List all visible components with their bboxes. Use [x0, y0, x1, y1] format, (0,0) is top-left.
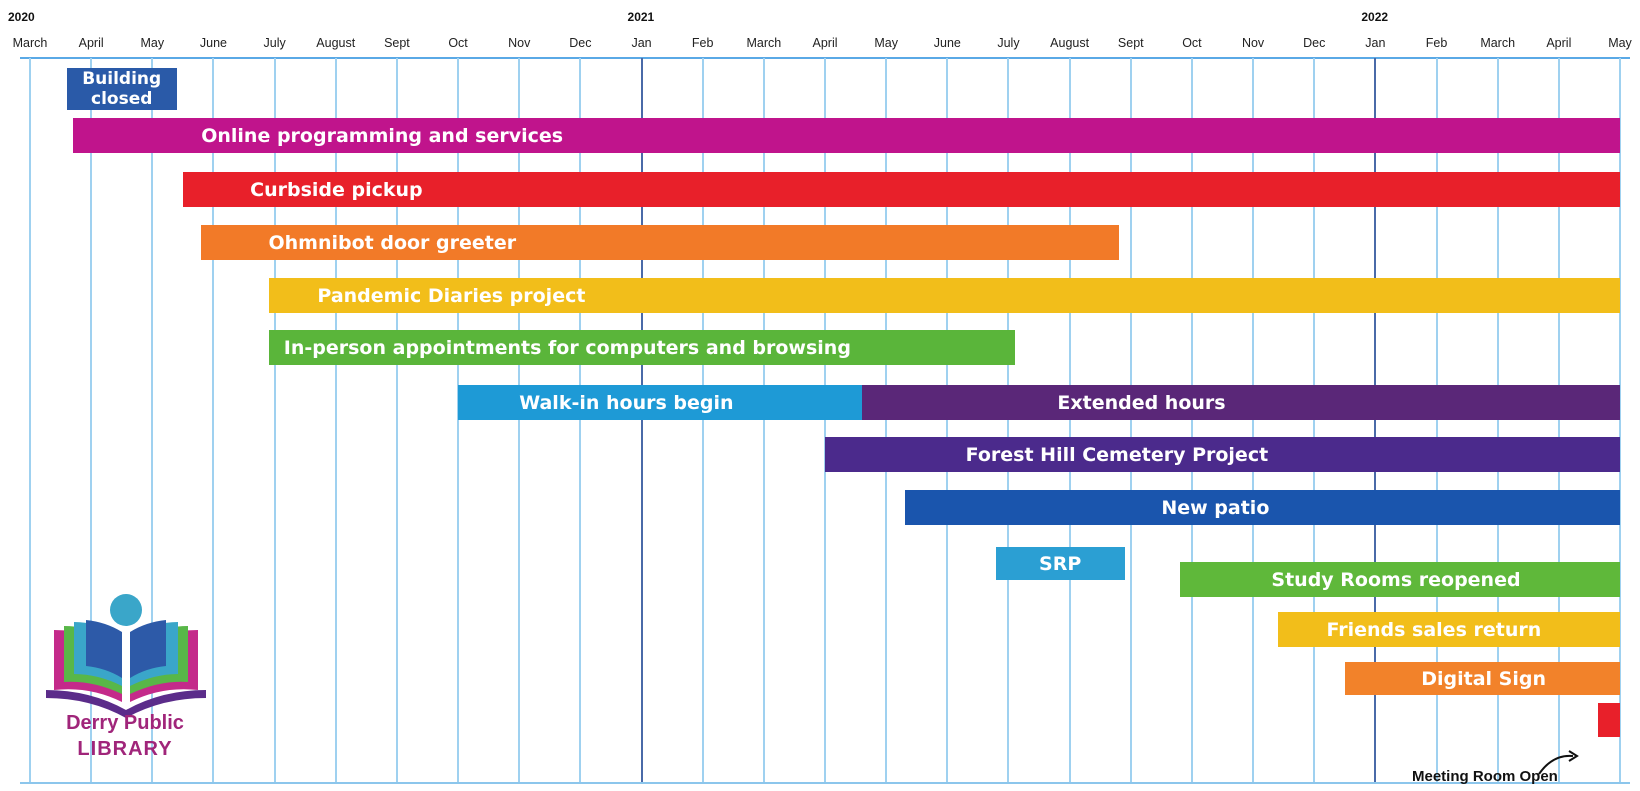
month-label: Oct	[1182, 36, 1202, 50]
gridline	[762, 58, 765, 783]
month-label: Feb	[691, 36, 714, 50]
bar-meeting-room-open	[1598, 703, 1620, 737]
bar-online-programming: Online programming and services	[72, 118, 1620, 153]
gridline	[1313, 58, 1316, 783]
month-label: March	[746, 36, 782, 50]
gridline	[1557, 58, 1560, 783]
gridline	[334, 58, 337, 783]
gridline	[151, 58, 154, 783]
gridline	[1068, 58, 1071, 783]
bar-study-rooms-reopened: Study Rooms reopened	[1179, 562, 1620, 597]
bar-label: Extended hours	[1057, 391, 1226, 414]
month-label: March	[12, 36, 48, 50]
bar-srp: SRP	[996, 547, 1125, 580]
gridline	[885, 58, 888, 783]
curved-arrow-icon	[1538, 750, 1579, 775]
month-label: June	[933, 36, 961, 50]
bar-label: New patio	[1161, 496, 1270, 519]
bar-friends-sales-return: Friends sales return	[1277, 612, 1620, 647]
gridline	[824, 58, 826, 783]
gridline	[29, 58, 31, 783]
bar-label: Walk-in hours begin	[519, 391, 734, 414]
month-label: Sept	[384, 36, 410, 50]
month-label: Jan	[631, 36, 652, 50]
month-label: Sept	[1117, 36, 1144, 50]
month-label: May	[1608, 36, 1632, 50]
gridline	[1190, 58, 1193, 783]
gridline	[457, 58, 460, 783]
gridline	[518, 58, 521, 783]
month-label: May	[874, 36, 898, 50]
gridline	[395, 58, 398, 783]
bar-curbside-pickup: Curbside pickup	[182, 172, 1620, 207]
bar-walk-in-hours: Walk-in hours begin	[458, 385, 862, 420]
month-label: Nov	[1241, 36, 1265, 50]
bar-label: Building	[82, 69, 162, 89]
month-label: May	[140, 36, 165, 50]
bar-label: Digital Sign	[1421, 667, 1546, 690]
bar-forest-hill-cemetery: Forest Hill Cemetery Project	[825, 437, 1620, 472]
bar-label: Forest Hill Cemetery Project	[965, 443, 1269, 466]
bar-label: Curbside pickup	[250, 178, 423, 201]
month-label: July	[997, 36, 1020, 50]
gridline	[946, 58, 949, 783]
bar-in-person-appointments: In-person appointments for computers and…	[268, 330, 1015, 365]
bar-digital-sign: Digital Sign	[1344, 662, 1620, 695]
month-label: Oct	[448, 36, 468, 50]
gridline	[212, 58, 215, 783]
gridline	[640, 58, 643, 783]
gridline	[1619, 58, 1621, 783]
month-label: Dec	[569, 36, 592, 50]
month-label: March	[1480, 36, 1516, 50]
bar-label: Ohmnibot door greeter	[268, 231, 517, 254]
month-label: July	[263, 36, 286, 50]
meeting-room-open-label: Meeting Room Open	[1412, 768, 1558, 785]
bar-label: Online programming and services	[201, 124, 564, 147]
gridline	[1374, 58, 1377, 783]
bar-label: SRP	[1039, 552, 1082, 575]
bar-new-patio: New patio	[904, 490, 1620, 525]
bar-label: In-person appointments for computers and…	[283, 336, 851, 359]
month-gridlines	[0, 58, 1640, 783]
gridline	[579, 58, 582, 783]
gridline	[1129, 58, 1132, 783]
month-label: June	[199, 36, 228, 50]
bar-pandemic-diaries: Pandemic Diaries project	[268, 278, 1620, 313]
month-label: April	[812, 36, 838, 50]
library-logo	[46, 594, 206, 718]
gridline	[701, 58, 704, 783]
gridline	[1252, 58, 1255, 783]
year-label: 2020	[8, 10, 35, 24]
gridline	[1496, 58, 1499, 783]
month-label: Jan	[1365, 36, 1386, 50]
month-label: Nov	[508, 36, 531, 50]
timeline-header: March April May June July August Sept Oct Nov Dec…	[0, 0, 1640, 60]
bar-label: closed	[91, 89, 153, 109]
month-label: Dec	[1303, 36, 1326, 50]
bar-label: Friends sales return	[1326, 618, 1542, 641]
gridline	[90, 58, 93, 783]
open-book-reader-icon	[46, 594, 206, 718]
bar-extended-hours: Extended hours	[861, 385, 1620, 420]
month-label: Feb	[1425, 36, 1448, 50]
bar-ohmnibot-door-greeter: Ohmnibot door greeter	[201, 225, 1119, 260]
month-label: August	[1050, 36, 1090, 50]
bar-label: Pandemic Diaries project	[317, 284, 586, 307]
month-label: August	[316, 36, 356, 50]
bar-label: Study Rooms reopened	[1271, 568, 1521, 591]
bottom-rule	[20, 782, 1630, 784]
gridline	[1007, 58, 1010, 783]
gridline	[273, 58, 276, 783]
year-label: 2022	[1361, 10, 1389, 24]
month-label: April	[78, 36, 104, 50]
year-label: 2021	[627, 10, 655, 24]
library-name-word: LIBRARY	[77, 738, 173, 760]
month-label: April	[1546, 36, 1572, 50]
library-name: Derry Public	[66, 712, 184, 734]
gridline	[1435, 58, 1438, 783]
